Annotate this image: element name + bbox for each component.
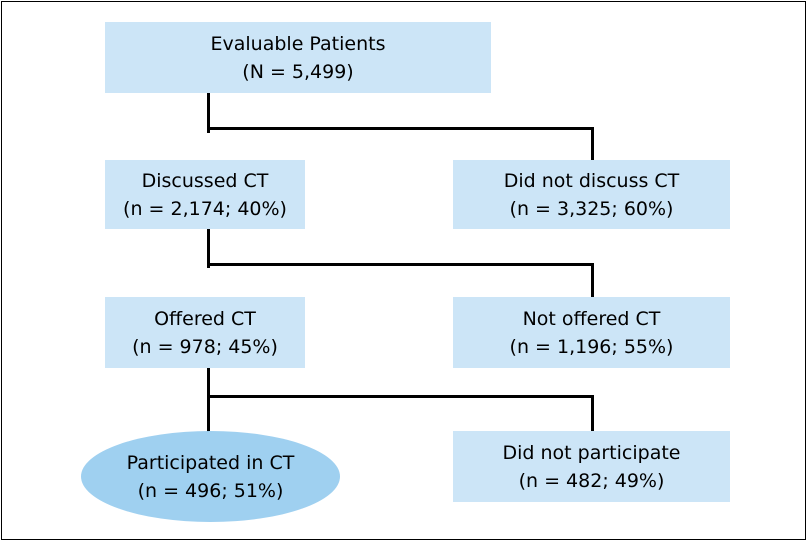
node-offered-ct: Offered CT (n = 978; 45%)	[105, 297, 305, 368]
node-not-offered-ct: Not offered CT (n = 1,196; 55%)	[453, 297, 730, 368]
node-title: Participated in CT	[126, 451, 295, 474]
connector-line	[591, 395, 594, 431]
connector-line	[207, 92, 210, 133]
node-stat: (n = 482; 49%)	[518, 469, 665, 492]
node-title: Evaluable Patients	[210, 32, 386, 55]
node-title: Did not discuss CT	[503, 169, 680, 192]
node-participated-in-ct: Participated in CT (n = 496; 51%)	[81, 431, 340, 522]
node-evaluable-patients: Evaluable Patients (N = 5,499)	[105, 22, 491, 93]
node-stat: (n = 978; 45%)	[132, 335, 278, 358]
node-stat: (n = 496; 51%)	[137, 479, 284, 502]
node-title: Not offered CT	[522, 307, 661, 330]
node-title: Did not participate	[502, 441, 681, 464]
connector-line	[207, 127, 594, 130]
connector-line	[207, 263, 594, 266]
node-title: Discussed CT	[141, 169, 269, 192]
connector-line	[207, 367, 210, 439]
node-discussed-ct: Discussed CT (n = 2,174; 40%)	[105, 160, 305, 229]
node-title: Offered CT	[154, 307, 256, 330]
connector-line	[207, 395, 594, 398]
node-stat: (n = 2,174; 40%)	[123, 197, 287, 220]
node-stat: (N = 5,499)	[242, 60, 354, 83]
node-stat: (n = 1,196; 55%)	[509, 335, 674, 358]
connector-line	[591, 263, 594, 297]
connector-line	[207, 228, 210, 268]
node-did-not-discuss-ct: Did not discuss CT (n = 3,325; 60%)	[453, 160, 730, 229]
connector-line	[591, 127, 594, 160]
node-stat: (n = 3,325; 60%)	[509, 197, 674, 220]
node-did-not-participate: Did not participate (n = 482; 49%)	[453, 431, 730, 502]
